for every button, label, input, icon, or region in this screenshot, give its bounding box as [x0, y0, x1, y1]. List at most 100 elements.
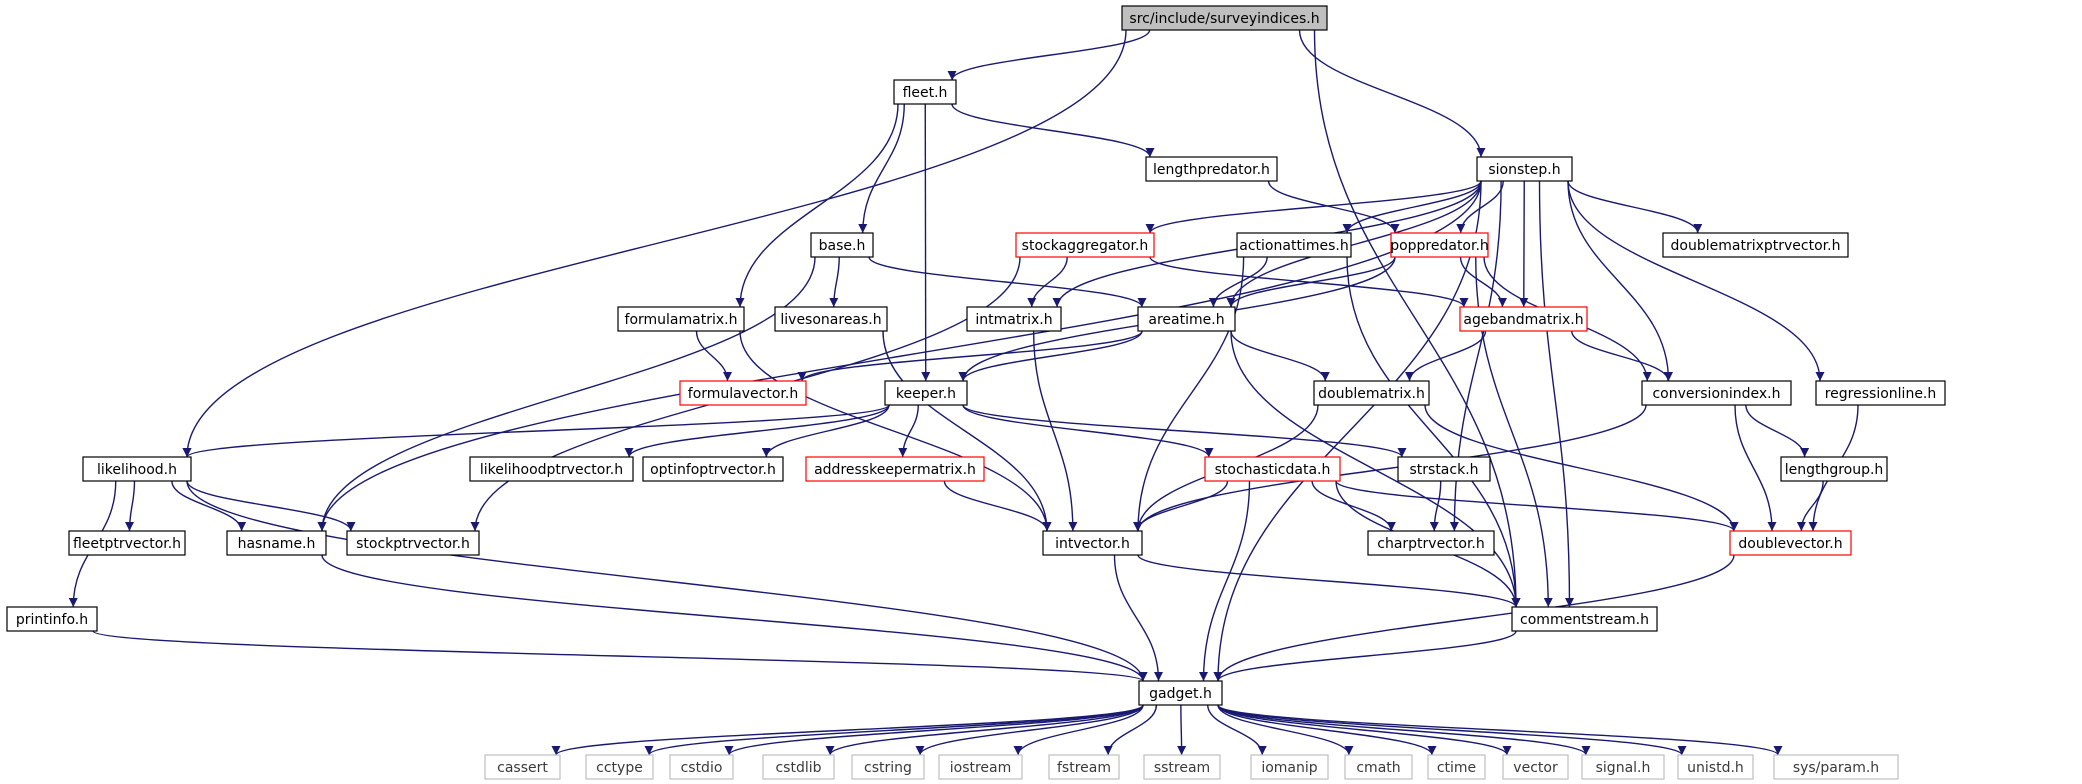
node-commentstream[interactable]: commentstream.h [1511, 606, 1658, 632]
edge-gadget-to-ctime [1217, 704, 1437, 756]
node-stochasticdata[interactable]: stochasticdata.h [1204, 456, 1341, 482]
edge-likelihood-to-stockptrvector [186, 480, 356, 532]
node-box-charptrvector [1367, 530, 1495, 556]
node-fleet[interactable]: fleet.h [893, 79, 957, 105]
edge-sionstep-to-agebandmatrix [1519, 180, 1529, 308]
node-unistd: unistd.h [1677, 754, 1754, 780]
edge-stochasticdata-to-doublevector [1335, 480, 1739, 532]
node-gadget[interactable]: gadget.h [1138, 680, 1223, 706]
node-cstdio: cstdio [669, 754, 734, 780]
node-label-doublematrixptrvector: doublematrixptrvector.h [1671, 238, 1841, 254]
node-hasname[interactable]: hasname.h [226, 530, 327, 556]
node-ctime: ctime [1427, 754, 1486, 780]
node-doublematrix[interactable]: doublematrix.h [1313, 380, 1430, 406]
node-areatime[interactable]: areatime.h [1137, 306, 1236, 332]
node-cstring: cstring [851, 754, 925, 780]
edge-sionstep-to-conversionindex [1567, 180, 1673, 382]
edge-commentstream-to-gadget [1213, 630, 1517, 682]
edge-surveyindices-to-sionstep [1298, 29, 1486, 158]
node-label-conversionindex: conversionindex.h [1652, 386, 1780, 402]
edge-actionattimes-to-areatime [1208, 256, 1268, 308]
node-box-lengthgroup [1780, 456, 1888, 482]
node-vector: vector [1502, 754, 1569, 780]
node-box-areatime [1137, 306, 1236, 332]
node-lengthpredator[interactable]: lengthpredator.h [1145, 156, 1278, 182]
node-charptrvector[interactable]: charptrvector.h [1367, 530, 1495, 556]
edge-agebandmatrix-to-doublematrix [1405, 330, 1487, 382]
node-regressionline[interactable]: regressionline.h [1815, 380, 1946, 406]
node-lengthgroup[interactable]: lengthgroup.h [1780, 456, 1888, 482]
edge-sionstep-to-poppredator [1456, 180, 1504, 234]
node-livesonareas[interactable]: livesonareas.h [774, 306, 888, 332]
edge-sionstep-to-regressionline [1567, 180, 1825, 382]
edge-gadget-to-cassert [551, 704, 1144, 756]
edge-sionstep-to-areatime [1226, 180, 1482, 308]
edge-sionstep-to-stockaggregator [1145, 180, 1482, 234]
edge-sionstep-to-gadget [1213, 180, 1482, 682]
node-base[interactable]: base.h [810, 232, 874, 258]
edge-doublematrix-to-doublevector [1424, 404, 1739, 532]
node-box-sstream [1143, 754, 1221, 780]
edge-areatime-to-doublematrix [1230, 330, 1330, 382]
node-box-iomanip [1250, 754, 1329, 780]
node-intvector[interactable]: intvector.h [1042, 530, 1143, 556]
node-box-fleetptrvector [68, 530, 186, 556]
node-label-fleetptrvector: fleetptrvector.h [73, 536, 181, 552]
node-doublevector[interactable]: doublevector.h [1729, 530, 1852, 556]
node-conversionindex[interactable]: conversionindex.h [1641, 380, 1792, 406]
edge-likelihood-to-hasname [171, 480, 247, 532]
node-label-optinfoptrvector: optinfoptrvector.h [650, 462, 776, 478]
node-box-stockaggregator [1015, 232, 1155, 258]
node-addresskeepermatrix[interactable]: addresskeepermatrix.h [805, 456, 985, 482]
edge-keeper-to-stochasticdata [962, 404, 1214, 458]
node-likelihood[interactable]: likelihood.h [82, 456, 192, 482]
node-label-vector: vector [1513, 760, 1558, 776]
node-poppredator[interactable]: poppredator.h [1390, 232, 1489, 258]
node-cmath: cmath [1344, 754, 1413, 780]
node-box-cctype [585, 754, 654, 780]
edge-fleet-to-formulamatrix [735, 103, 899, 308]
edge-keeper-to-likelihood [182, 404, 890, 458]
edge-keeper-to-optinfoptrvector [761, 404, 890, 458]
node-label-keeper: keeper.h [896, 386, 956, 402]
node-strstack[interactable]: strstack.h [1397, 456, 1491, 482]
node-formulavector[interactable]: formulavector.h [679, 380, 807, 406]
node-surveyindices[interactable]: src/include/surveyindices.h [1121, 5, 1328, 31]
node-box-ctime [1427, 754, 1486, 780]
node-label-intmatrix: intmatrix.h [975, 312, 1052, 328]
node-label-formulavector: formulavector.h [688, 386, 798, 402]
node-box-optinfoptrvector [642, 456, 784, 482]
node-box-stockptrvector [346, 530, 480, 556]
node-box-printinfo [6, 606, 98, 632]
node-box-livesonareas [774, 306, 888, 332]
node-label-doublematrix: doublematrix.h [1318, 386, 1425, 402]
edge-poppredator-to-agebandmatrix [1459, 256, 1507, 308]
node-actionattimes[interactable]: actionattimes.h [1236, 232, 1352, 258]
node-agebandmatrix[interactable]: agebandmatrix.h [1459, 306, 1588, 332]
node-label-lengthgroup: lengthgroup.h [1785, 462, 1884, 478]
node-printinfo[interactable]: printinfo.h [6, 606, 98, 632]
node-stockptrvector[interactable]: stockptrvector.h [346, 530, 480, 556]
node-keeper[interactable]: keeper.h [884, 380, 968, 406]
edge-keeper-to-likelihoodptrvector [624, 404, 890, 458]
node-stockaggregator[interactable]: stockaggregator.h [1015, 232, 1155, 258]
edge-stochasticdata-to-intvector [1133, 480, 1229, 532]
edge-doublevector-to-gadget [1213, 554, 1735, 682]
node-box-hasname [226, 530, 327, 556]
node-sstream: sstream [1143, 754, 1221, 780]
node-label-sysparam: sys/param.h [1793, 760, 1879, 776]
edge-keeper-to-strstack [962, 404, 1407, 458]
node-box-conversionindex [1641, 380, 1792, 406]
node-sionstep[interactable]: sionstep.h [1476, 156, 1573, 182]
node-fleetptrvector[interactable]: fleetptrvector.h [68, 530, 186, 556]
edge-gadget-to-vector [1217, 704, 1512, 756]
node-box-agebandmatrix [1459, 306, 1588, 332]
node-intmatrix[interactable]: intmatrix.h [966, 306, 1062, 332]
node-doublematrixptrvector[interactable]: doublematrixptrvector.h [1662, 232, 1849, 258]
node-label-cstdio: cstdio [681, 760, 723, 776]
node-likelihoodptrvector[interactable]: likelihoodptrvector.h [469, 456, 634, 482]
node-fstream: fstream [1048, 754, 1120, 780]
node-formulamatrix[interactable]: formulamatrix.h [617, 306, 745, 332]
node-optinfoptrvector[interactable]: optinfoptrvector.h [642, 456, 784, 482]
